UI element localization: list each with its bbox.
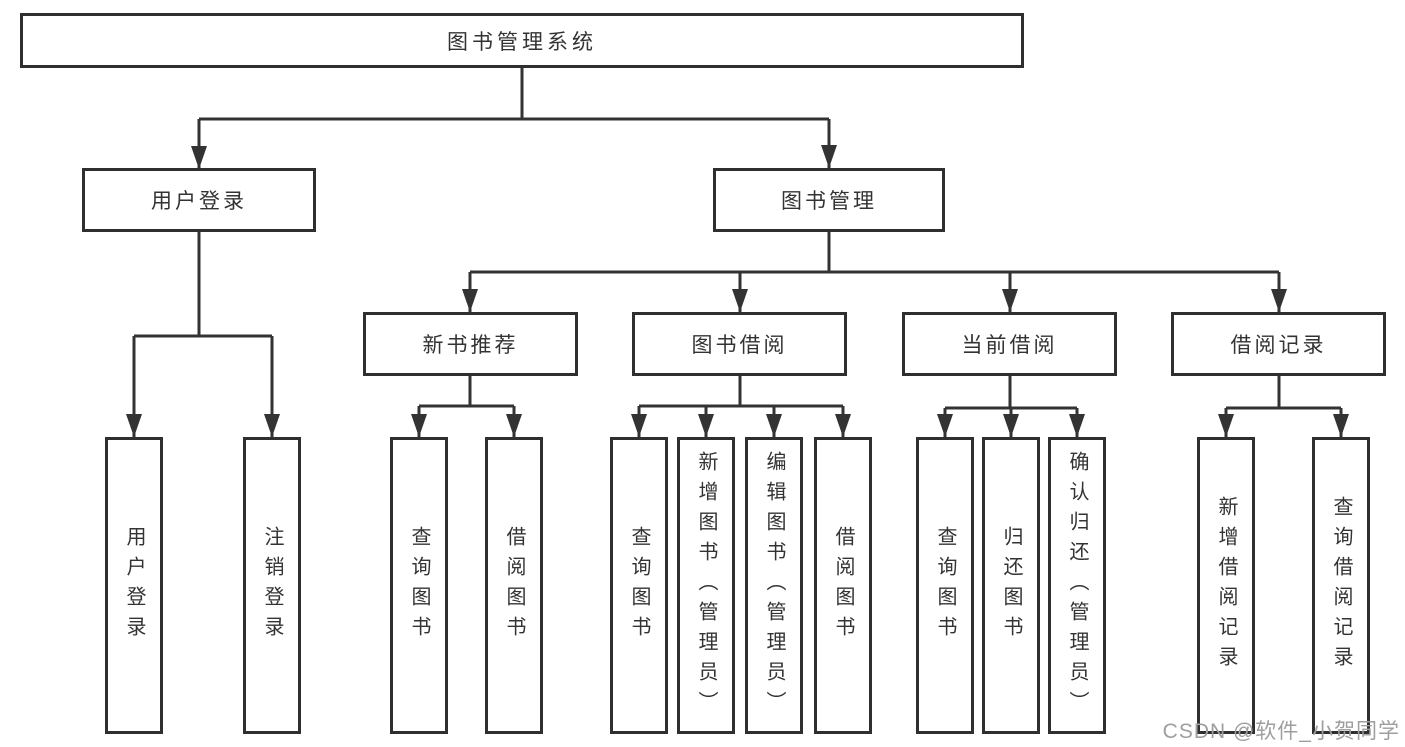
node-leaf-borrow-books-newrec: 借阅图书: [485, 437, 543, 734]
arrowhead: [1333, 414, 1349, 437]
node-current-borrow: 当前借阅: [902, 312, 1117, 376]
arrowhead: [766, 414, 782, 437]
node-leaf-borrow-books-newrec-label: 借阅图书: [503, 525, 525, 646]
node-root: 图书管理系统: [20, 13, 1024, 68]
arrowhead: [462, 289, 478, 312]
node-leaf-add-borrow-record-label: 新增借阅记录: [1215, 495, 1237, 676]
node-leaf-return-books: 归还图书: [982, 437, 1040, 734]
node-borrow-record: 借阅记录: [1171, 312, 1386, 376]
node-leaf-borrow-books-borrow-label: 借阅图书: [832, 525, 854, 646]
node-leaf-edit-books-admin-label: 编辑图书（管理员）: [763, 450, 785, 721]
connector-book-mgmt-branch: [468, 232, 1281, 312]
node-leaf-query-borrow-record: 查询借阅记录: [1312, 437, 1370, 734]
arrowhead: [191, 146, 207, 169]
node-leaf-query-books-borrow: 查询图书: [610, 437, 668, 734]
arrowhead: [937, 414, 953, 437]
arrowhead: [698, 414, 714, 437]
node-leaf-return-books-label: 归还图书: [1000, 525, 1022, 646]
node-leaf-query-books-current: 查询图书: [916, 437, 974, 734]
arrowhead: [126, 414, 142, 437]
node-leaf-query-books-newrec: 查询图书: [390, 437, 448, 734]
node-book-mgmt-label: 图书管理: [781, 190, 877, 213]
arrowhead: [835, 414, 851, 437]
connector-user-login-branch: [132, 232, 274, 437]
node-leaf-logout-label: 注销登录: [261, 525, 283, 646]
node-user-login-label: 用户登录: [151, 190, 247, 213]
node-leaf-add-borrow-record: 新增借阅记录: [1197, 437, 1255, 734]
node-book-borrow: 图书借阅: [632, 312, 847, 376]
node-leaf-add-books-admin: 新增图书（管理员）: [677, 437, 735, 734]
node-new-book-rec: 新书推荐: [363, 312, 578, 376]
node-root-label: 图书管理系统: [447, 30, 597, 54]
node-leaf-user-login-label: 用户登录: [123, 525, 145, 646]
arrowhead: [264, 414, 280, 437]
node-leaf-borrow-books-borrow: 借阅图书: [814, 437, 872, 734]
node-leaf-user-login: 用户登录: [105, 437, 163, 734]
node-user-login: 用户登录: [82, 168, 316, 232]
arrowhead: [1002, 289, 1018, 312]
arrowhead: [506, 414, 522, 437]
node-current-borrow-label: 当前借阅: [961, 334, 1058, 357]
node-leaf-query-books-current-label: 查询图书: [934, 525, 956, 646]
node-leaf-confirm-return-admin-label: 确认归还（管理员）: [1066, 450, 1088, 721]
arrowhead: [1271, 289, 1287, 312]
arrowhead: [1003, 414, 1019, 437]
connector-book-borrow-branch: [637, 376, 845, 437]
arrowhead: [631, 414, 647, 437]
node-leaf-add-books-admin-label: 新增图书（管理员）: [695, 450, 717, 721]
node-leaf-logout: 注销登录: [243, 437, 301, 734]
node-leaf-edit-books-admin: 编辑图书（管理员）: [745, 437, 803, 734]
node-book-borrow-label: 图书借阅: [691, 334, 788, 357]
arrowhead: [1069, 414, 1085, 437]
node-leaf-query-books-newrec-label: 查询图书: [408, 525, 430, 646]
connector-new-book-rec-branch: [417, 376, 516, 437]
node-new-book-rec-label: 新书推荐: [422, 334, 519, 357]
csdn-watermark: CSDN @软件_小贺同学: [1162, 720, 1400, 743]
arrowheads: [126, 145, 1349, 437]
node-leaf-query-books-borrow-label: 查询图书: [628, 525, 650, 646]
connector-borrow-record-branch: [1224, 376, 1343, 437]
arrowhead: [821, 145, 837, 168]
arrowhead: [732, 289, 748, 312]
node-borrow-record-label: 借阅记录: [1230, 334, 1327, 357]
node-leaf-query-borrow-record-label: 查询借阅记录: [1330, 495, 1352, 676]
connector-root-stem: [197, 68, 831, 169]
node-book-mgmt: 图书管理: [713, 168, 945, 232]
arrowhead: [1218, 414, 1234, 437]
node-leaf-confirm-return-admin: 确认归还（管理员）: [1048, 437, 1106, 734]
arrowhead: [411, 414, 427, 437]
